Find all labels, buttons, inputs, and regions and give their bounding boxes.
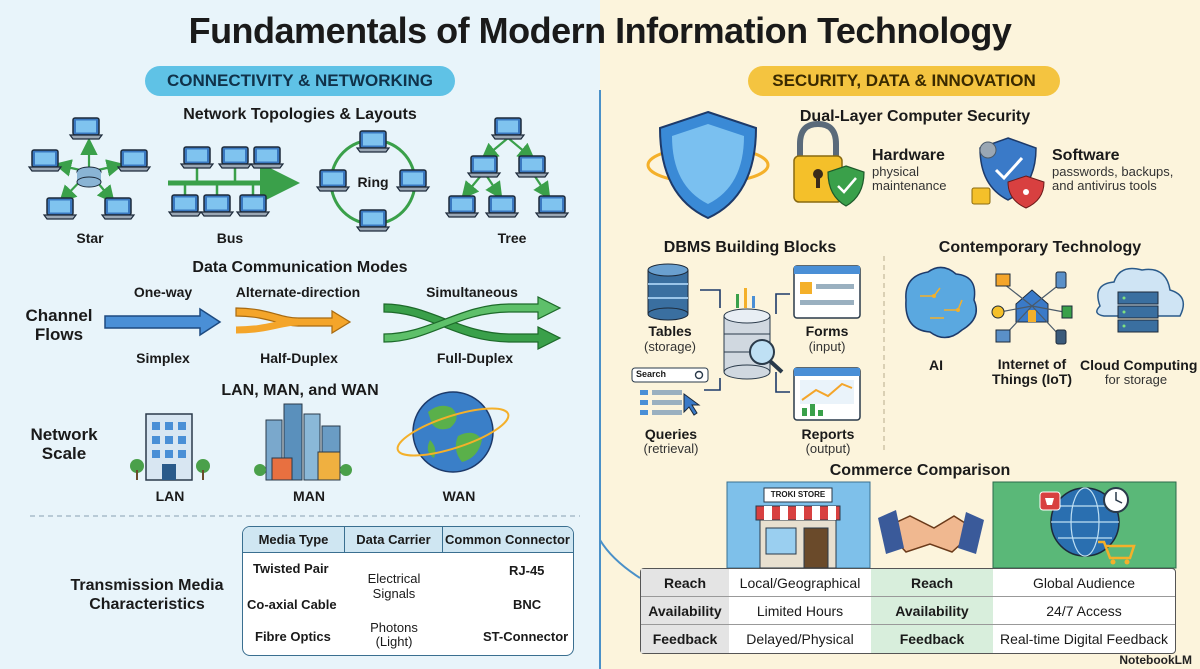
forms-label: Forms [805,323,849,339]
channel-flows-label: Channel Flows [25,306,93,344]
commerce-table: Reach Local/Geographical Reach Global Au… [640,568,1176,654]
queries-search-icon [631,367,709,416]
reach-key-1: Reach [641,569,729,597]
lan-label: LAN [155,488,185,504]
ai-brain-icon [905,266,977,339]
wan-label: WAN [442,488,476,504]
software-title: Software [1052,147,1120,164]
availability-val-1: Limited Hours [729,597,871,625]
coaxial-cell: Co-axial Cable [247,597,337,612]
forms-window-icon [793,265,861,319]
full-duplex-label: Full-Duplex [436,350,514,366]
storefront-icon [755,487,841,569]
tables-sub: (storage) [643,339,697,354]
photons-cell: Photons (Light) [370,620,418,649]
security-heading: Dual-Layer Computer Security [799,108,1031,125]
reach-val-1: Local/Geographical [729,569,871,597]
handshake-icon [878,510,984,554]
scale-heading: LAN, MAN, and WAN [221,382,379,399]
connectivity-pill: CONNECTIVITY & NETWORKING [145,66,455,96]
half-duplex-arrows-icon [235,307,352,335]
carrier-col-header: Data Carrier [345,527,443,552]
reports-window-icon [793,367,861,421]
central-database-icon [723,288,784,380]
queries-label: Queries [644,426,698,442]
media-table: Media Type Data Carrier Common Connector… [242,526,574,656]
tree-label: Tree [497,230,527,246]
man-label: MAN [293,488,325,504]
ring-topology-icon [316,130,430,232]
rj45-cell: RJ-45 [509,563,545,578]
alternate-label: Alternate-direction [235,284,361,300]
search-input: Search [636,369,667,379]
star-label: Star [76,230,104,246]
tech-heading: Contemporary Technology [938,239,1142,256]
simplex-arrow-icon [104,307,222,337]
reach-key-2: Reach [871,569,993,597]
notebooklm-watermark: NotebookLM [1119,653,1192,667]
bus-topology-icon [168,146,300,217]
iot-network-icon [991,271,1073,345]
connector-col-header: Common Connector [445,532,570,547]
twisted-pair-cell: Twisted Pair [253,561,329,576]
store-sign: TROKI STORE [770,490,826,499]
ring-label: Ring [357,174,389,190]
wan-globe-icon [396,391,510,473]
forms-sub: (input) [808,339,846,354]
availability-val-2: 24/7 Access [993,597,1175,625]
fibre-optics-cell: Fibre Optics [255,629,331,644]
dbms-heading: DBMS Building Blocks [663,239,837,256]
commerce-heading: Commerce Comparison [829,462,1011,479]
comm-heading: Data Communication Modes [192,259,408,276]
queries-sub: (retrieval) [643,441,699,456]
oneway-label: One-way [133,284,193,300]
transmission-media-label: Transmission Media Characteristics [70,577,224,613]
ai-label: AI [929,357,943,373]
page-title: Fundamentals of Modern Information Techn… [188,10,1012,51]
bnc-cell: BNC [513,597,542,612]
security-pill: SECURITY, DATA & INNOVATION [748,66,1060,96]
feedback-key-2: Feedback [871,625,993,653]
reach-val-2: Global Audience [993,569,1175,597]
tables-database-icon [647,263,689,321]
star-topology-icon [28,117,151,220]
software-desc: passwords, backups, and antivirus tools [1052,164,1174,193]
dbms-arrows [700,289,790,393]
bus-label: Bus [216,230,244,246]
lan-building-icon [130,413,210,481]
simplex-label: Simplex [136,350,190,366]
hardware-lock-icon [793,120,865,207]
cloud-server-icon [1096,267,1185,333]
tree-topology-icon [445,117,569,218]
reports-label: Reports [801,426,855,442]
feedback-val-2: Real-time Digital Feedback [999,631,1169,647]
topologies-heading: Network Topologies & Layouts [183,106,417,123]
st-connector-cell: ST-Connector [483,629,569,644]
availability-key-2: Availability [871,597,993,625]
tables-label: Tables [648,323,692,339]
availability-key-1: Availability [641,597,729,625]
big-shield-icon [646,110,770,220]
reports-sub: (output) [805,441,851,456]
cloud-sub: for storage [1104,372,1168,387]
electrical-signals-cell: Electrical Signals [367,571,421,601]
feedback-key-1: Feedback [641,625,729,653]
software-shield-icon [971,137,1045,209]
man-city-icon [254,403,352,481]
full-duplex-arrows-icon [383,296,562,350]
half-duplex-label: Half-Duplex [260,350,338,366]
cloud-label: Cloud Computing [1080,357,1198,373]
media-col-header: Media Type [243,527,345,552]
hardware-title: Hardware [872,147,945,164]
simultaneous-label: Simultaneous [426,284,518,300]
network-scale-label: Network Scale [30,425,98,463]
online-globe-icon [1039,487,1136,565]
iot-label: Internet of Things (IoT) [991,356,1073,387]
hardware-desc: physical maintenance [872,164,947,193]
feedback-val-1: Delayed/Physical [746,631,854,647]
